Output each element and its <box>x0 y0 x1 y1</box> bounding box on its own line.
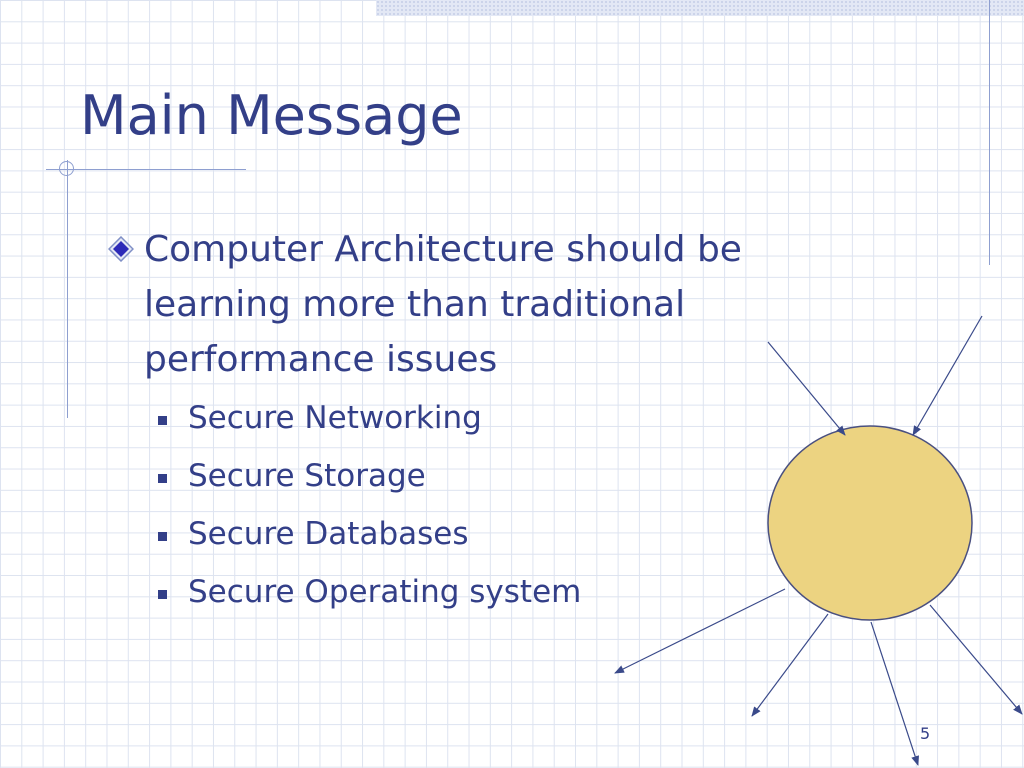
list-item: Secure Databases <box>158 509 581 567</box>
main-bullet-text: Computer Architecture should be learning… <box>144 229 742 380</box>
page-number: 5 <box>920 724 931 743</box>
arrow-outbound-left <box>614 588 786 674</box>
list-item-text: Secure Databases <box>188 516 469 552</box>
arrow-outbound-right <box>929 604 1023 715</box>
diamond-bullet-icon <box>108 236 134 262</box>
arrow-outbound-down <box>870 621 919 766</box>
header-pattern-band <box>376 0 1024 16</box>
decorative-vertical-line-left <box>67 160 68 418</box>
list-item: Secure Operating system <box>158 567 581 625</box>
decorative-vertical-line-right <box>989 0 990 265</box>
square-bullet-icon <box>158 590 167 599</box>
arrow-outbound-lower-left <box>751 613 829 717</box>
arrow-inbound-left <box>767 341 846 436</box>
main-bullet: Computer Architecture should be learning… <box>106 222 746 387</box>
sun-circle <box>767 425 973 621</box>
list-item: Secure Storage <box>158 451 581 509</box>
square-bullet-icon <box>158 416 167 425</box>
list-item: Secure Networking <box>158 393 581 451</box>
arrow-inbound-right <box>912 315 983 436</box>
square-bullet-icon <box>158 474 167 483</box>
slide-title: Main Message <box>80 84 463 147</box>
list-item-text: Secure Operating system <box>188 574 582 610</box>
list-item-text: Secure Networking <box>188 400 482 436</box>
decorative-circle-icon <box>59 161 74 176</box>
square-bullet-icon <box>158 532 167 541</box>
list-item-text: Secure Storage <box>188 458 426 494</box>
sub-bullet-list: Secure Networking Secure Storage Secure … <box>158 393 581 625</box>
title-underline <box>46 169 246 170</box>
